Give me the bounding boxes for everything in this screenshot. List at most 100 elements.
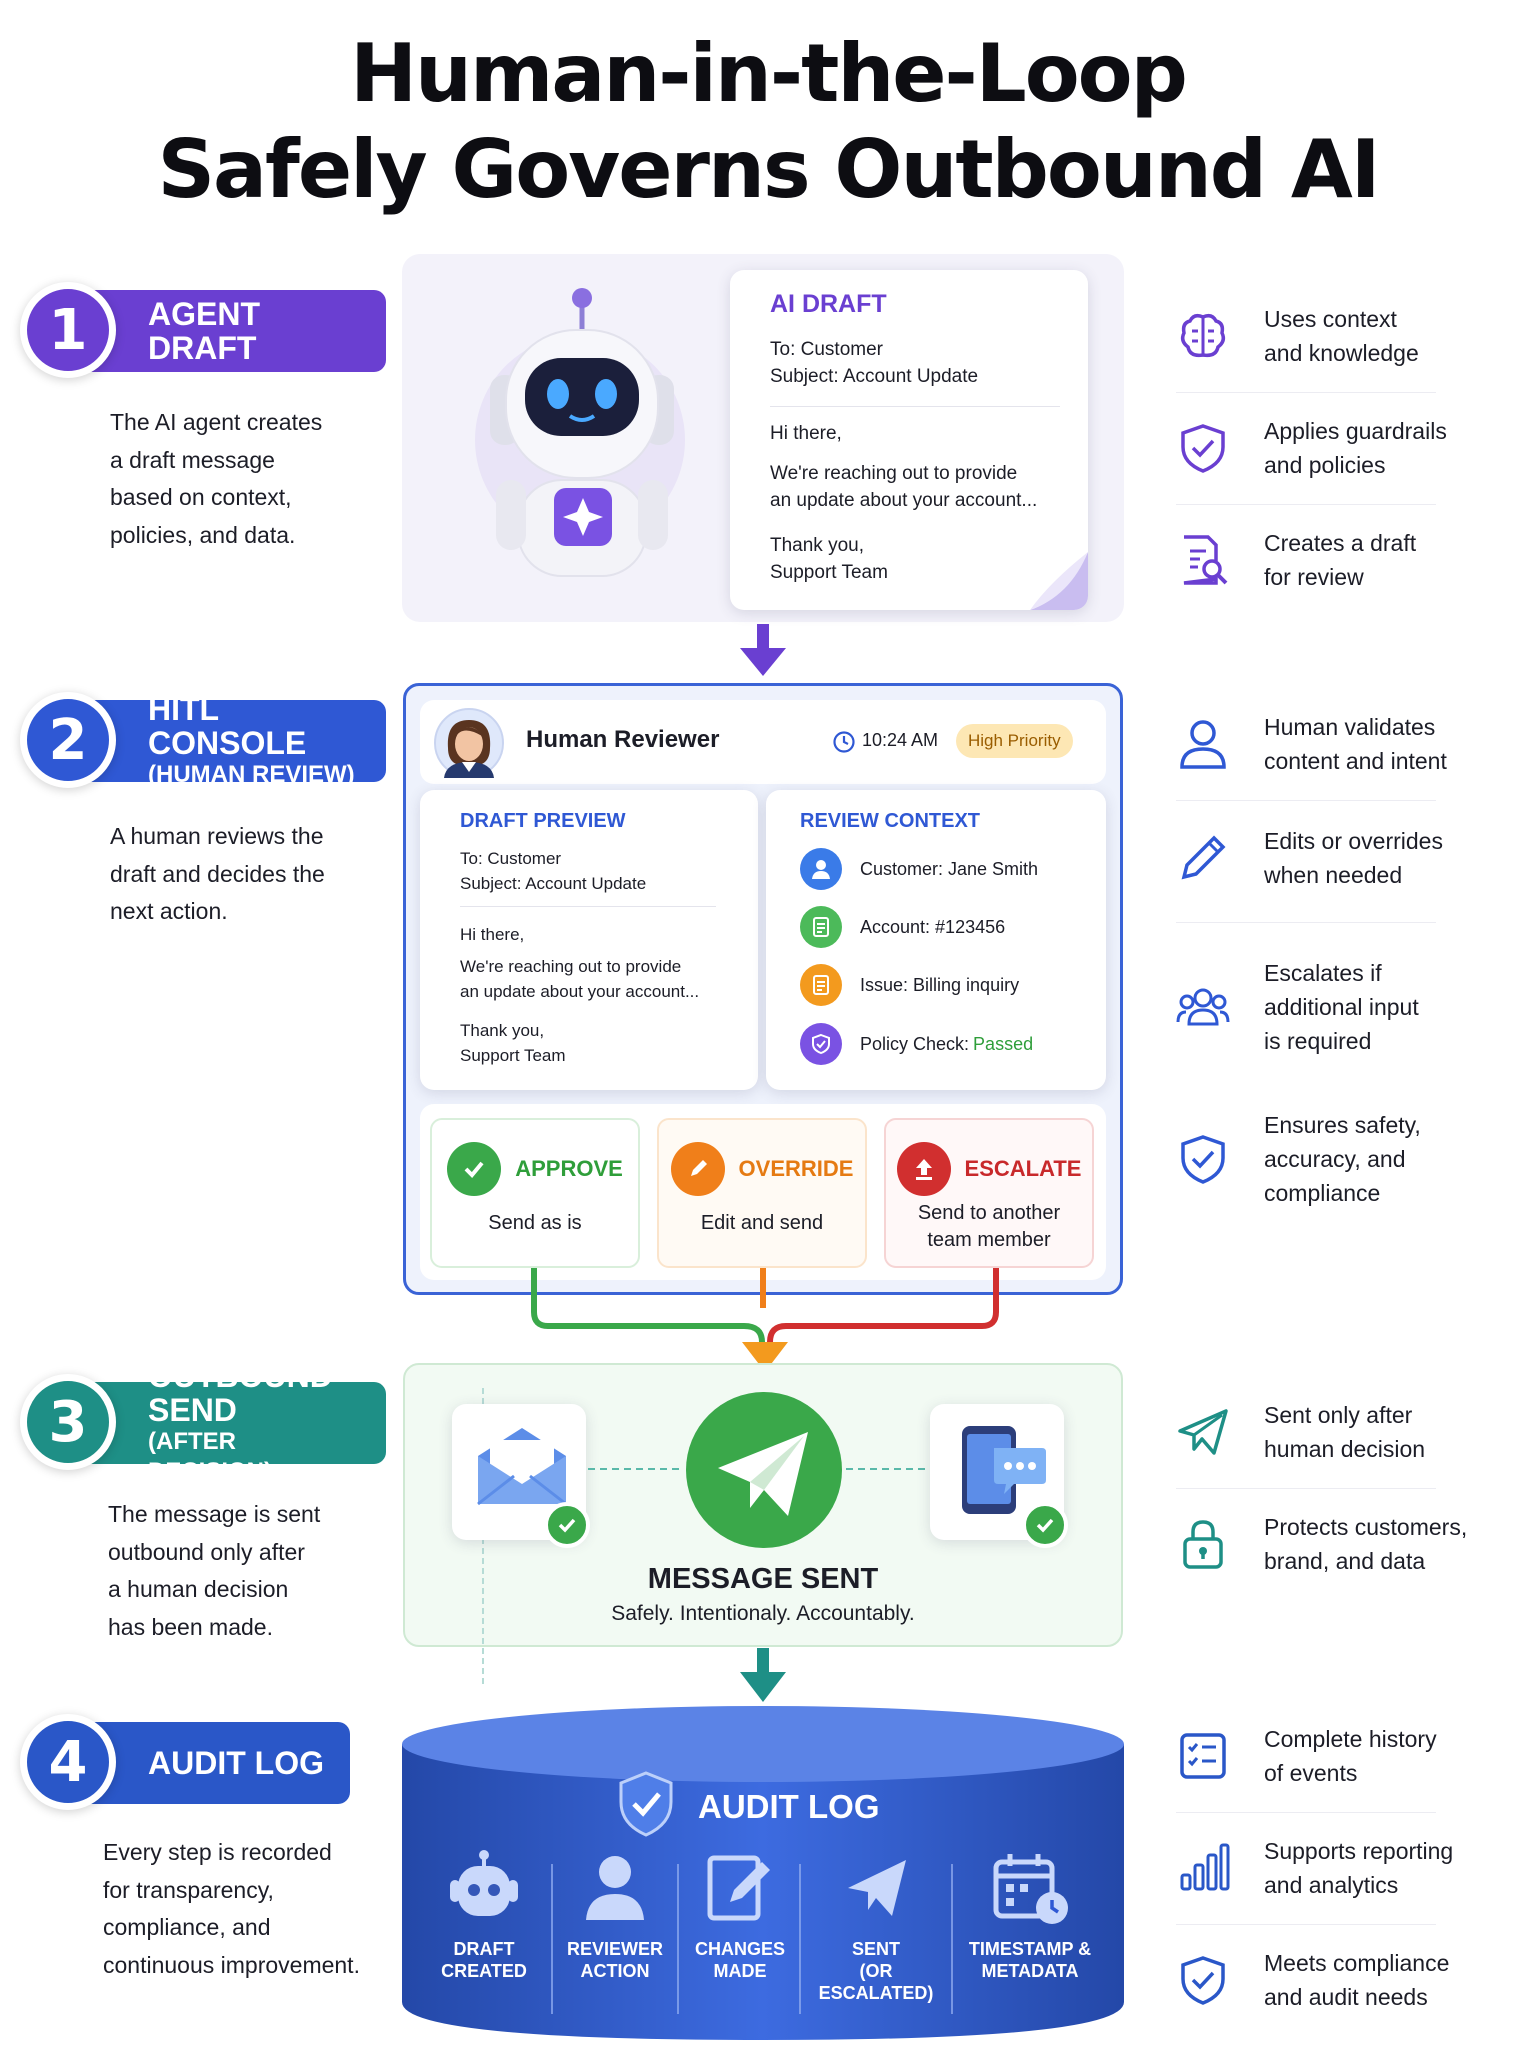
feature-safety: Ensures safety, accuracy, and compliance (1176, 1108, 1421, 1210)
shield-check-icon (1181, 1135, 1225, 1184)
message-sent-subtitle: Safely. Intentionaly. Accountably. (611, 1602, 915, 1625)
ai-draft-divider (770, 406, 1060, 407)
user-icon (586, 1856, 644, 1920)
audit-log-title: AUDIT LOG (698, 1788, 880, 1825)
audit-item-sent: SENT (OR ESCALATED) (818, 1939, 934, 2003)
feature-escalates: Escalates if additional input is require… (1176, 956, 1419, 1058)
escalate-button[interactable]: ESCALATE Send to another team member (884, 1118, 1094, 1268)
feature-text: Uses context and knowledge (1264, 306, 1419, 366)
pencil-icon (1181, 835, 1226, 880)
customer-text: Customer: Jane Smith (860, 858, 1039, 879)
escalate-icon (896, 1142, 951, 1196)
step-1-number: 1 (20, 282, 116, 378)
robot-icon (475, 288, 685, 577)
feature-compliance: Meets compliance and audit needs (1176, 1946, 1449, 2014)
check-icon (544, 1502, 590, 1548)
feature-validates: Human validates content and intent (1176, 710, 1447, 778)
priority-badge: High Priority (956, 724, 1073, 758)
chat-card (930, 1404, 1068, 1548)
draft-preview-signoff: Thank you, Support Team (460, 1021, 566, 1065)
document-icon (800, 906, 842, 948)
ai-draft-to: To: Customer (770, 339, 883, 360)
ai-draft-greeting: Hi there, (770, 423, 842, 444)
step-2-number: 2 (20, 692, 116, 788)
shield-check-icon (619, 1771, 673, 1837)
dashed-connector (588, 1468, 682, 1470)
draft-preview-divider (460, 906, 716, 907)
override-button[interactable]: OVERRIDE Edit and send (657, 1118, 867, 1268)
review-time: 10:24 AM (862, 730, 939, 750)
title-line-2: Safely Governs Outbound AI (157, 123, 1380, 216)
audit-item-changes-made: CHANGES MADE (694, 1939, 785, 1981)
page-curl-icon (1030, 552, 1088, 610)
draft-preview-to: To: Customer (460, 849, 562, 868)
checklist-icon (1180, 1733, 1226, 1779)
envelope-icon (477, 1428, 567, 1506)
feature-text: Escalates if additional input is require… (1264, 960, 1419, 1054)
shield-check-icon (800, 1023, 842, 1065)
divider (1176, 800, 1436, 801)
feature-text: Meets compliance and audit needs (1264, 1950, 1450, 2010)
divider (1176, 922, 1436, 923)
ai-draft-header: AI DRAFT (770, 290, 887, 318)
step-3-sublabel: (AFTER DECISION) (148, 1428, 273, 1485)
reviewer-header: Human Reviewer 10:24 AM High Priority (420, 700, 1106, 784)
divider (1176, 1812, 1436, 1813)
divider (1176, 504, 1436, 505)
approve-button[interactable]: APPROVE Send as is (430, 1118, 640, 1268)
decision-connectors (531, 1268, 999, 1372)
document-icon (800, 964, 842, 1006)
feature-text: Creates a draft for review (1264, 530, 1417, 590)
feature-draft: Creates a draft for review (1176, 526, 1416, 594)
feature-text: Applies guardrails and policies (1264, 418, 1447, 478)
issue-text: Issue: Billing inquiry (860, 974, 1020, 995)
feature-reporting: Supports reporting and analytics (1176, 1834, 1453, 1902)
draft-preview-greeting: Hi there, (460, 925, 525, 944)
context-issue: Issue: Billing inquiry (800, 964, 1019, 1006)
audit-item-reviewer-action: REVIEWER ACTION (566, 1939, 663, 1981)
audit-item-timestamp: TIMESTAMP & METADATA (968, 1939, 1092, 1981)
feature-guardrails: Applies guardrails and policies (1176, 414, 1447, 482)
ai-draft-card: AI DRAFT To: Customer Subject: Account U… (730, 270, 1088, 610)
email-card (452, 1404, 590, 1548)
feature-text: Human validates content and intent (1264, 714, 1447, 774)
person-icon (800, 848, 842, 890)
message-sent-title: MESSAGE SENT (647, 1563, 879, 1595)
arrow-down-icon (740, 624, 786, 676)
escalate-label: ESCALATE (964, 1156, 1082, 1181)
feature-edits: Edits or overrides when needed (1176, 824, 1443, 892)
avatar (434, 708, 504, 778)
feature-text: Protects customers, brand, and data (1264, 1514, 1468, 1574)
feature-sent: Sent only after human decision (1176, 1398, 1425, 1466)
step-3-pill: OUTBOUND SEND (AFTER DECISION) (60, 1359, 386, 1485)
escalate-sub: Send to another team member (917, 1202, 1061, 1251)
users-icon (1176, 988, 1230, 1026)
ai-draft-body: We're reaching out to provide an update … (770, 463, 1038, 511)
arrow-down-icon (740, 1648, 786, 1702)
feature-context: Uses context and knowledge (1176, 302, 1419, 370)
step-4-number: 4 (20, 1714, 116, 1810)
send-icon (686, 1392, 842, 1548)
pencil-icon (670, 1142, 725, 1196)
ai-draft-subject: Subject: Account Update (770, 366, 979, 387)
shield-check-icon (1181, 424, 1225, 473)
step-2-label: HITL CONSOLE (148, 691, 307, 761)
draft-preview-subject: Subject: Account Update (460, 874, 647, 893)
account-text: Account: #123456 (860, 916, 1006, 937)
audit-item-draft-created: DRAFT CREATED (441, 1939, 527, 1981)
approve-label: APPROVE (515, 1156, 623, 1181)
bar-chart-icon (1180, 1843, 1230, 1891)
context-customer: Customer: Jane Smith (800, 848, 1038, 890)
feature-protects: Protects customers, brand, and data (1176, 1510, 1467, 1578)
title-line-1: Human-in-the-Loop (350, 27, 1188, 120)
step-4-description: Every step is recorded for transparency,… (103, 1839, 360, 1978)
send-icon (1178, 1409, 1228, 1455)
audit-log-cylinder (402, 1706, 1124, 2040)
phone-chat-icon (962, 1426, 1046, 1514)
policy-label: Policy Check: (860, 1033, 970, 1054)
feature-text: Sent only after human decision (1264, 1402, 1426, 1462)
draft-preview-card: DRAFT PREVIEW To: Customer Subject: Acco… (420, 790, 758, 1090)
step-3-label: OUTBOUND SEND (148, 1358, 333, 1428)
feature-history: Complete history of events (1176, 1722, 1437, 1790)
feature-text: Ensures safety, accuracy, and compliance (1264, 1112, 1421, 1206)
